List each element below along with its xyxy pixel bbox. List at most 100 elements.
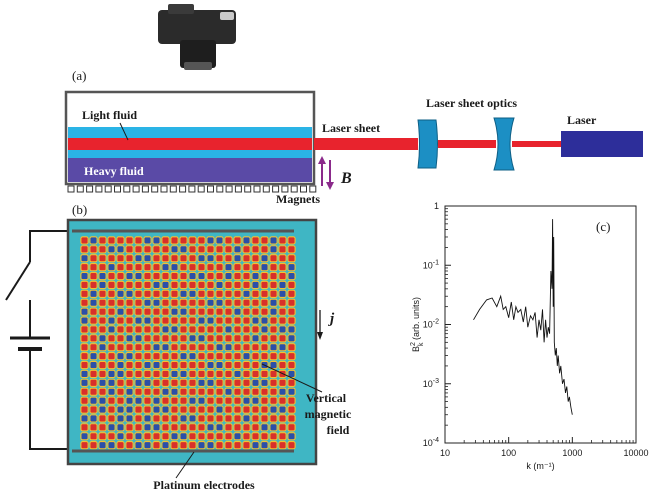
vortex-cell bbox=[206, 245, 215, 254]
vortex-cell bbox=[89, 298, 98, 307]
chart-frame bbox=[444, 205, 637, 444]
vortex-cell bbox=[89, 289, 98, 298]
vortex-cell bbox=[116, 432, 125, 441]
vortex-cell bbox=[233, 289, 242, 298]
vortex-cell bbox=[161, 334, 170, 343]
vortex-cell bbox=[134, 245, 143, 254]
vortex-cell bbox=[260, 298, 269, 307]
vortex-cell bbox=[224, 360, 233, 370]
vortex-cell bbox=[215, 280, 224, 290]
vortex-cell bbox=[125, 280, 134, 290]
vortex-cell bbox=[242, 405, 251, 414]
vortex-cell bbox=[152, 271, 161, 281]
vortex-cell bbox=[287, 298, 296, 307]
vortex-cell bbox=[98, 405, 107, 414]
vortex-cell bbox=[251, 262, 260, 272]
vortex-cell bbox=[107, 307, 116, 316]
vortex-cell bbox=[269, 271, 278, 281]
vortex-cell bbox=[242, 245, 251, 254]
vortex-cell bbox=[107, 387, 116, 396]
vortex-cell bbox=[260, 325, 269, 334]
vortex-cell bbox=[152, 396, 161, 405]
vortex-cell bbox=[80, 440, 89, 450]
vortex-cell bbox=[278, 254, 287, 263]
vortex-cell bbox=[170, 369, 179, 379]
vortex-cell bbox=[125, 405, 134, 414]
vortex-cell bbox=[170, 280, 179, 290]
vortex-cell bbox=[125, 316, 134, 325]
vortex-cell bbox=[233, 343, 242, 352]
magnet bbox=[281, 185, 289, 193]
vortex-cell bbox=[98, 387, 107, 396]
vortex-cell bbox=[170, 307, 179, 316]
vortex-cell bbox=[206, 369, 215, 379]
magnet bbox=[132, 185, 140, 193]
laser-band-in-tank bbox=[68, 138, 312, 150]
vortex-cell bbox=[152, 236, 161, 245]
vortex-cell bbox=[287, 432, 296, 441]
vortex-cell bbox=[188, 254, 197, 263]
magnet bbox=[207, 185, 214, 193]
vortex-cell bbox=[233, 334, 242, 343]
vortex-cell bbox=[89, 316, 98, 325]
vortex-cell bbox=[206, 440, 215, 450]
vortex-cell bbox=[251, 405, 260, 414]
vortex-cell bbox=[269, 280, 278, 290]
vortex-cell bbox=[134, 307, 143, 316]
vortex-cell bbox=[269, 396, 278, 405]
vortex-cell bbox=[260, 405, 269, 414]
vortex-cell bbox=[125, 343, 134, 352]
vortex-cell bbox=[98, 289, 107, 298]
vortex-cell bbox=[197, 280, 206, 290]
vortex-cell bbox=[143, 236, 152, 245]
vortex-cell bbox=[206, 334, 215, 343]
vortex-cell bbox=[125, 325, 134, 334]
vortex-cell bbox=[242, 440, 251, 450]
vortex-cell bbox=[161, 360, 170, 370]
vortex-cell bbox=[242, 343, 251, 352]
vortex-cell bbox=[98, 343, 107, 352]
vortex-cell bbox=[206, 405, 215, 414]
vortex-cell bbox=[278, 245, 287, 254]
vortex-cell bbox=[260, 440, 269, 450]
vortex-cell bbox=[125, 236, 134, 245]
magnet bbox=[104, 185, 112, 193]
vortex-cell bbox=[188, 369, 197, 379]
vortex-cell bbox=[107, 325, 116, 334]
vortex-cell bbox=[107, 351, 116, 361]
vortex-cell bbox=[125, 254, 134, 263]
vortex-cell bbox=[179, 423, 188, 432]
vortex-cell bbox=[278, 440, 287, 450]
vortex-cell bbox=[98, 298, 107, 307]
vortex-cell bbox=[233, 440, 242, 450]
heavy-fluid-label: Heavy fluid bbox=[84, 164, 144, 178]
vortex-cell bbox=[215, 289, 224, 298]
vortex-cell bbox=[233, 316, 242, 325]
vortex-cell bbox=[116, 254, 125, 263]
magnet bbox=[225, 185, 233, 193]
vortex-cell bbox=[197, 369, 206, 379]
vortex-cell bbox=[287, 440, 296, 450]
vortex-cell bbox=[215, 316, 224, 325]
vortex-cell bbox=[179, 236, 188, 245]
vortex-cell bbox=[80, 334, 89, 343]
vortex-cell bbox=[197, 396, 206, 405]
vortex-cell bbox=[251, 334, 260, 343]
field-label-line2: magnetic bbox=[305, 407, 352, 421]
vortex-cell bbox=[197, 387, 206, 396]
vortex-cell bbox=[125, 351, 134, 361]
vortex-cell bbox=[170, 245, 179, 254]
vortex-cell bbox=[116, 307, 125, 316]
vortex-cell bbox=[134, 271, 143, 281]
vortex-cell bbox=[134, 236, 143, 245]
vortex-cell bbox=[107, 396, 116, 405]
panel-label-c: (c) bbox=[596, 219, 610, 234]
vortex-cell bbox=[89, 307, 98, 316]
vortex-cell bbox=[242, 280, 251, 290]
vortex-cell bbox=[278, 405, 287, 414]
vortex-cell bbox=[107, 369, 116, 379]
vortex-cell bbox=[242, 387, 251, 396]
vortex-cell bbox=[89, 351, 98, 361]
vortex-cell bbox=[116, 236, 125, 245]
vortex-cell bbox=[269, 343, 278, 352]
